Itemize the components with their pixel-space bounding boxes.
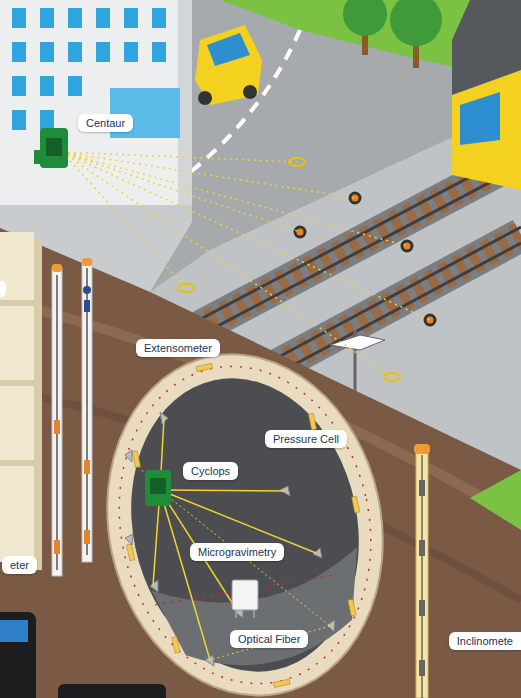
label-text: Microgravimetry — [198, 546, 276, 558]
label-pill: Microgravimetry — [190, 543, 284, 561]
label-pill: Optical Fiber — [230, 630, 308, 648]
label-pill: Pressure Cell — [265, 430, 347, 448]
label-text: Extensometer — [144, 342, 212, 354]
label-pill: Cyclops — [183, 462, 238, 480]
label-text: eter — [10, 559, 29, 571]
label-pill: eter — [2, 556, 37, 574]
label-pill: Centaur — [78, 114, 133, 132]
label-text: Optical Fiber — [238, 633, 300, 645]
label-text: Centaur — [86, 117, 125, 129]
label-pill: Inclinomete — [449, 632, 521, 650]
label-pill: Extensometer — [136, 339, 220, 357]
label-text: Inclinomete — [457, 635, 513, 647]
label-text: Pressure Cell — [273, 433, 339, 445]
label-text: Cyclops — [191, 465, 230, 477]
